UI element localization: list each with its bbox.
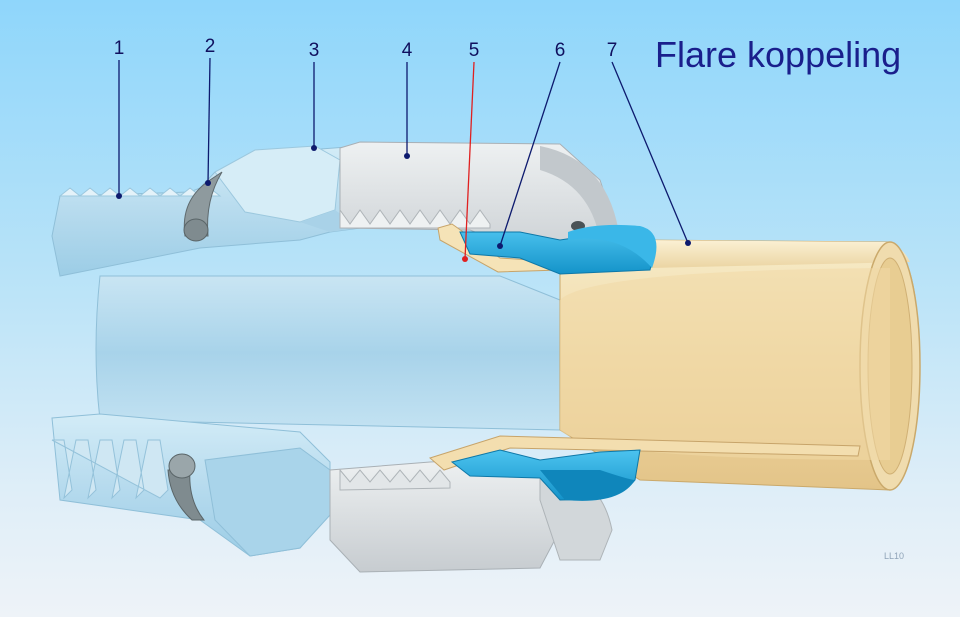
nut-thread-lower [339, 468, 451, 491]
callout-6: 6 [554, 40, 566, 61]
fitting-body [51, 145, 561, 557]
leader-line-5 [464, 61, 475, 260]
pipe [428, 223, 921, 491]
flare-lower [428, 435, 861, 471]
insert-sleeve [450, 224, 657, 501]
nut-thread-upper [339, 208, 491, 229]
hex-body-upper [214, 145, 341, 223]
callout-1: 1 [113, 38, 125, 59]
callout-3: 3 [308, 40, 320, 61]
o-ring [167, 171, 223, 521]
leader-lines [118, 57, 689, 260]
slide-code: LL10 [884, 551, 905, 561]
callout-7: 7 [606, 40, 618, 61]
leader-line-6 [499, 61, 561, 247]
diagram-title: Flare koppeling [655, 34, 902, 75]
leader-line-2 [207, 57, 211, 184]
callout-4: 4 [401, 40, 413, 61]
callout-5: 5 [468, 40, 480, 61]
hex-body-lower [204, 447, 331, 557]
callout-2: 2 [204, 36, 216, 57]
thread-teeth-lower [51, 439, 169, 500]
fitting-bore [95, 275, 561, 431]
leader-line-7 [611, 61, 689, 244]
leader-dots [116, 145, 691, 262]
